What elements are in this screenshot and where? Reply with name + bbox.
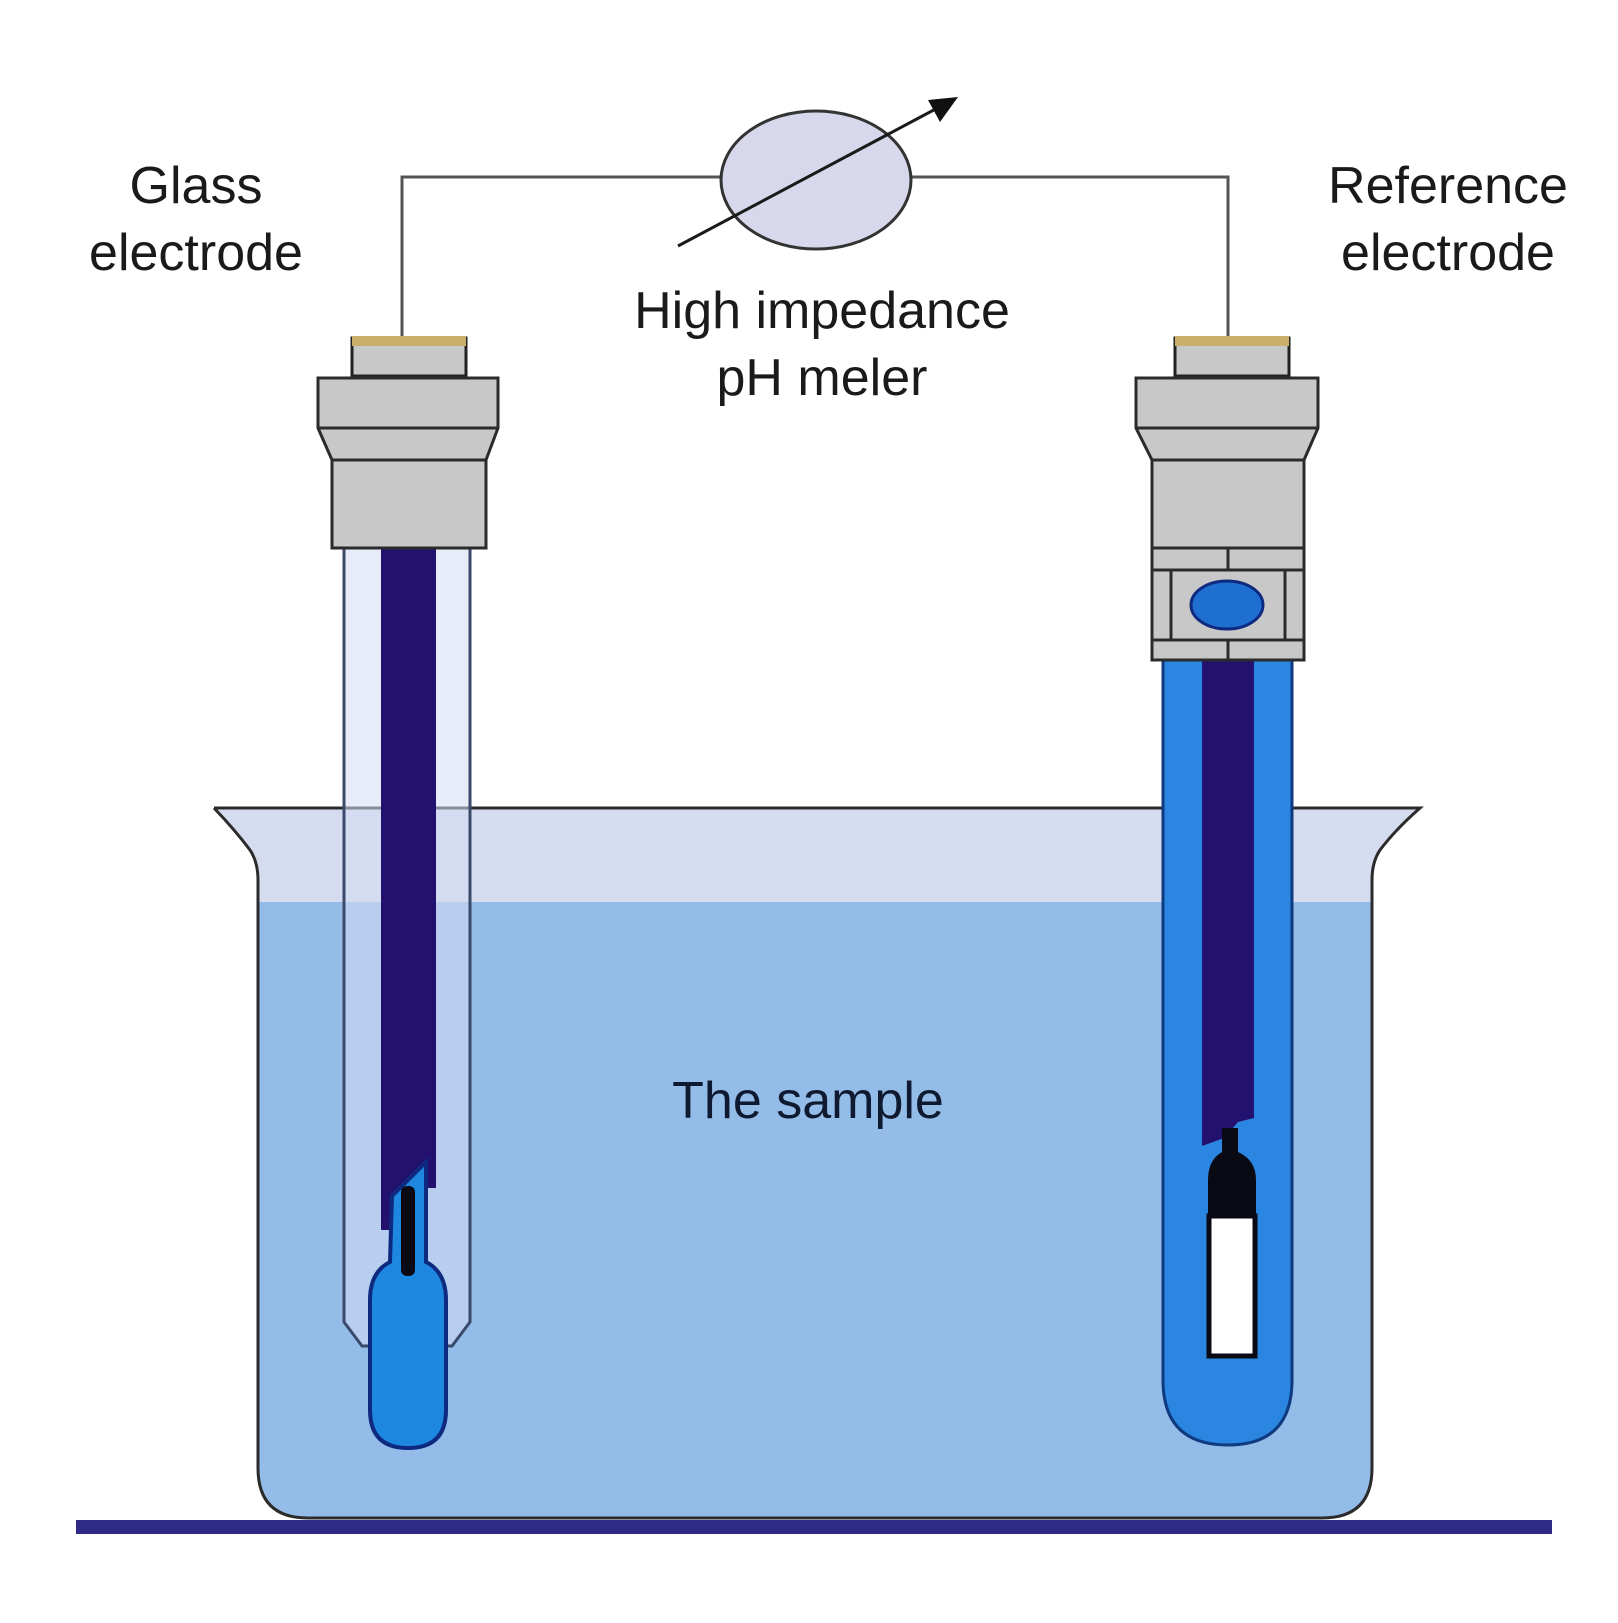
reference-electrode-element-black: [1208, 1128, 1256, 1218]
wire-left: [400, 175, 722, 338]
sample-liquid: [258, 902, 1372, 1518]
reference-electrode-label-line1: Reference: [1328, 157, 1568, 215]
meter-body: [719, 109, 913, 251]
reference-electrode-cap-body: [1134, 376, 1320, 662]
wire-right: [912, 175, 1230, 338]
ph-meter-label-line2: pH meler: [717, 349, 928, 407]
circuit-wires: [400, 175, 1230, 338]
bench-surface: [76, 1520, 1552, 1534]
reference-electrode-junction-oval: [1189, 579, 1265, 631]
ph-meter: [677, 97, 958, 251]
glass-electrode-cap-gold-band: [352, 336, 466, 346]
sample-label: The sample: [672, 1072, 944, 1130]
beaker-empty-region: [214, 808, 1420, 902]
reference-electrode: [1134, 336, 1320, 1447]
glass-electrode: [316, 336, 500, 1451]
glass-electrode-cap-body: [316, 376, 500, 550]
ph-meter-label-line1: High impedance: [634, 282, 1010, 340]
glass-electrode-label-line2: electrode: [89, 224, 303, 282]
reference-electrode-label-line2: electrode: [1341, 224, 1555, 282]
reference-electrode-inner-rod: [1202, 660, 1254, 1146]
beaker: [212, 806, 1424, 1520]
glass-electrode-internal-wire: [401, 1186, 415, 1276]
glass-electrode-label-line1: Glass: [130, 157, 263, 215]
reference-electrode-cap-gold-band: [1175, 336, 1289, 346]
arrow-head-icon: [928, 97, 958, 122]
variable-arrow-shaft: [677, 102, 946, 248]
reference-electrode-element-white: [1206, 1213, 1258, 1359]
glass-electrode-inner-rod: [381, 548, 436, 1188]
glass-electrode-bulb: [368, 1157, 448, 1451]
beaker-outline: [212, 806, 1424, 1520]
